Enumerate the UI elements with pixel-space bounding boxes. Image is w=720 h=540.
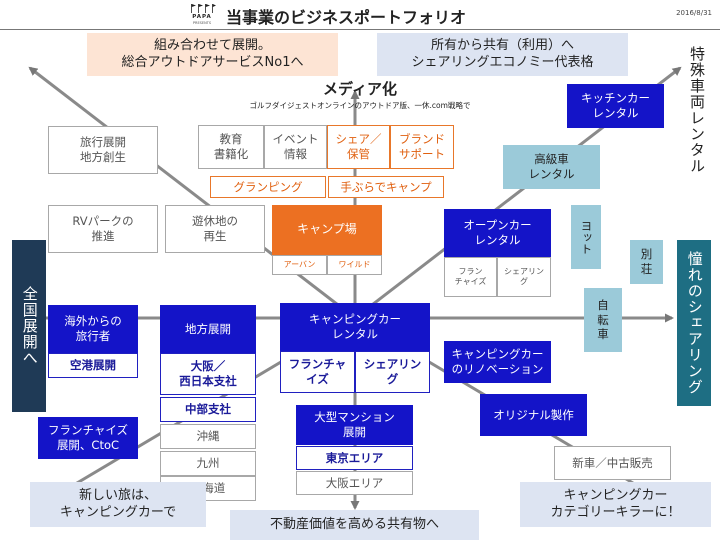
logo-brand-text: PAPA: [192, 14, 212, 20]
open-car-sharing: シェアリン グ: [497, 257, 551, 297]
franchise-ctoc-box: フランチャイズ 展開、CtoC: [38, 417, 138, 459]
chubu-branch-box: 中部支社: [160, 397, 256, 422]
media-box-share-storage: シェア／ 保管: [327, 125, 390, 169]
villa-box: 別 荘: [630, 240, 663, 284]
bottom-right-banner: キャンピングカー カテゴリーキラーに！: [520, 482, 711, 527]
glamping-box: グランピング: [210, 176, 326, 198]
media-box-education: 教育 書籍化: [198, 125, 264, 169]
axis-upper-left: [28, 66, 356, 320]
travel-regional-box: 旅行展開 地方創生: [48, 126, 158, 174]
campsite-wild: ワイルド: [327, 255, 382, 275]
top-right-banner: 所有から共有（利用）へ シェアリングエコノミー代表格: [377, 33, 628, 76]
bottom-left-banner: 新しい旅は、 キャンピングカーで: [30, 482, 206, 527]
new-used-sales-box: 新車／中古販売: [554, 446, 671, 480]
bottom-center-banner: 不動産価値を高める共有物へ: [230, 510, 479, 540]
date-label: 2016/8/31: [676, 9, 712, 17]
top-left-banner: 組み合わせて展開。 総合アウトドアサービスNo1へ: [87, 33, 338, 76]
open-car-franchise: フラン チャイズ: [444, 257, 497, 297]
original-production-box: オリジナル製作: [480, 394, 587, 436]
center-franchise-box: フランチャ イズ: [280, 351, 355, 393]
tebura-camp-box: 手ぶらでキャンプ: [328, 176, 444, 198]
papa-presents-logo: PAPA PRESENTS: [188, 3, 216, 27]
nationwide-expansion-label: 全国展開へ: [12, 240, 46, 412]
tokyo-area-box: 東京エリア: [296, 446, 413, 470]
overseas-travelers-box: 海外からの 旅行者: [48, 305, 138, 353]
kitchen-car-rental-box: キッチンカー レンタル: [567, 84, 664, 128]
osaka-area-box: 大阪エリア: [296, 471, 413, 495]
osaka-west-branch-box: 大阪／ 西日本支社: [160, 353, 256, 395]
campingcar-rental-center-box: キャンピングカー レンタル: [280, 303, 430, 351]
large-mansion-box: 大型マンション 展開: [296, 405, 413, 445]
open-car-rental-box: オープンカー レンタル: [444, 209, 551, 257]
media-box-brand-support: ブランド サポート: [390, 125, 454, 169]
yacht-box: ヨット: [571, 205, 601, 269]
rv-park-box: RVパークの 推進: [48, 205, 158, 253]
okinawa-box: 沖縄: [160, 424, 256, 449]
campsite-urban: アーバン: [272, 255, 327, 275]
page-title: 当事業のビジネスポートフォリオ: [226, 8, 467, 27]
center-sharing-box: シェアリン グ: [355, 351, 430, 393]
sharing-aspiration-label: 憧れのシェアリング: [677, 240, 711, 406]
idle-land-box: 遊休地の 再生: [165, 205, 265, 253]
airport-expansion-box: 空港展開: [48, 353, 138, 378]
campingcar-renovation-box: キャンピングカー のリノベーション: [444, 341, 551, 383]
campsite-box: キャンプ場: [272, 205, 382, 255]
media-title: メディア化: [323, 80, 397, 98]
media-box-event: イベント 情報: [264, 125, 327, 169]
header-bar: PAPA PRESENTS 当事業のビジネスポートフォリオ 2016/8/31: [0, 0, 720, 30]
luxury-car-rental-box: 高級車 レンタル: [503, 145, 600, 189]
special-vehicle-rental-label: 特殊車両レンタル: [688, 46, 706, 174]
bicycle-box: 自 転 車: [584, 288, 622, 352]
regional-expansion-box: 地方展開: [160, 305, 256, 353]
logo-sub-text: PRESENTS: [192, 21, 212, 25]
flags-icon: [191, 4, 216, 13]
media-subtitle: ゴルフダイジェストオンラインのアウトドア版、一休.com戦略で: [249, 101, 471, 110]
kyushu-box: 九州: [160, 451, 256, 476]
